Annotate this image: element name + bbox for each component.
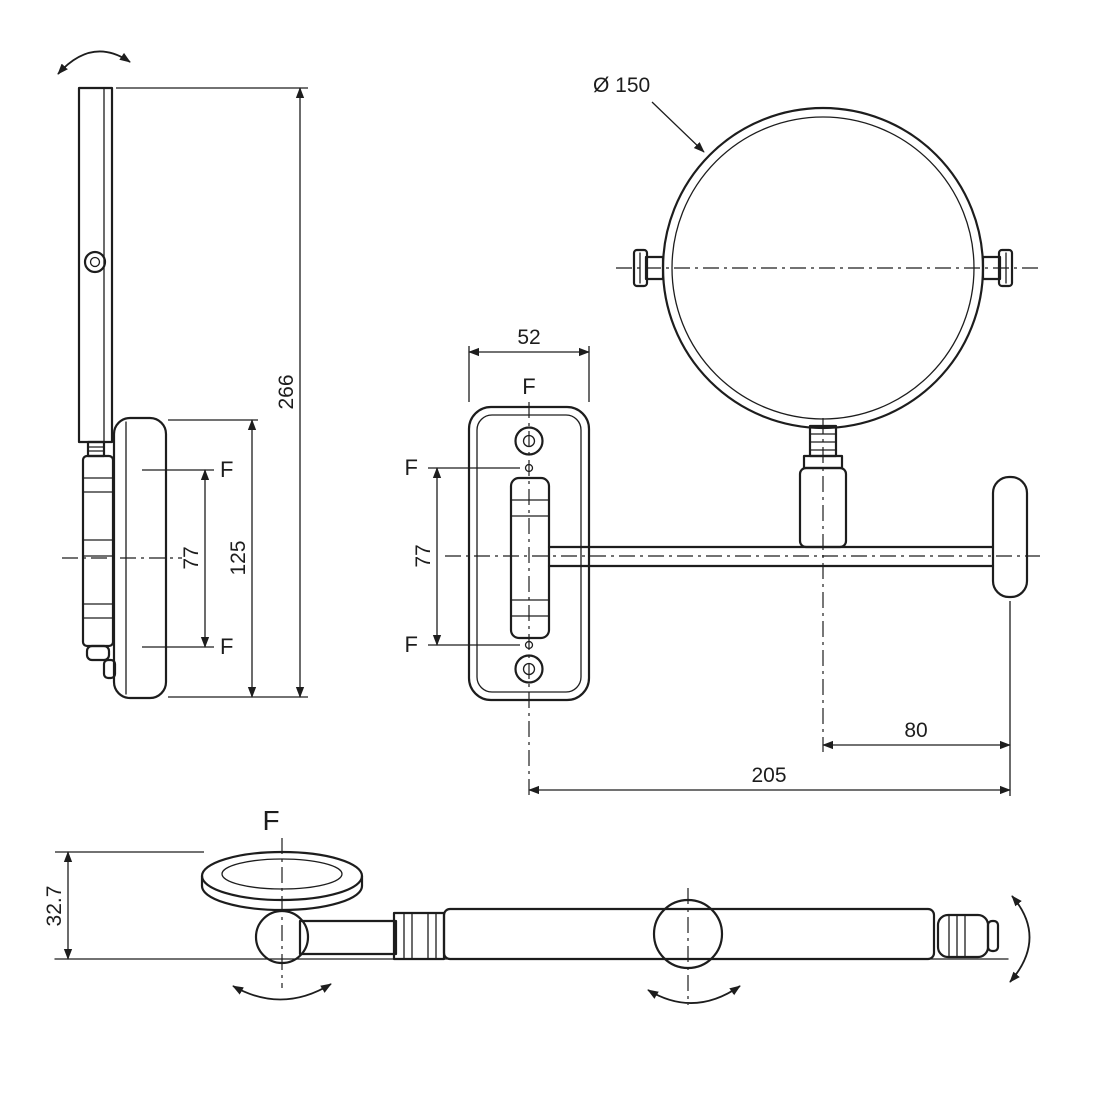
pivot-knob-outer xyxy=(83,250,107,274)
hinge-bottom-cap xyxy=(85,644,111,662)
swivel-arrow-socket-icon xyxy=(647,985,741,1004)
dim-125-label: 125 xyxy=(227,540,250,575)
swivel-arrow-ball-icon xyxy=(232,983,332,1001)
tilt-arrow-icon xyxy=(57,50,131,75)
stem-neck-side xyxy=(86,440,106,458)
mirror-panel-side xyxy=(77,86,114,444)
dim-77-front-label: 77 xyxy=(412,544,435,567)
dim-266-label: 266 xyxy=(275,374,298,409)
fixing-label-plate-top: F xyxy=(522,374,535,399)
pivot-right-knob xyxy=(997,248,1014,288)
swivel-arrow-end-icon xyxy=(1009,895,1031,983)
arm-segment-outer xyxy=(442,907,936,961)
dim-77-side-label: 77 xyxy=(180,546,203,569)
arm-segment-inner xyxy=(298,919,398,956)
diameter-label: Ø 150 xyxy=(593,74,650,97)
end-cap xyxy=(986,919,1000,953)
adjuster-bump xyxy=(102,658,117,680)
dim-52-label: 52 xyxy=(517,326,540,349)
pivot-left-knob xyxy=(632,248,649,288)
fixing-label-top: F xyxy=(220,457,233,482)
fixing-label-front-top: F xyxy=(405,455,418,480)
hinge-barrel xyxy=(509,476,551,640)
top-view: F 32.7 xyxy=(43,805,1031,1005)
diameter-leader xyxy=(651,101,705,153)
arm-elbow-capsule xyxy=(991,475,1029,599)
fixing-label-bottom: F xyxy=(220,634,233,659)
end-knob xyxy=(936,913,990,959)
ball-joint xyxy=(254,909,310,965)
pivot-knob-inner xyxy=(89,256,101,268)
front-view: Ø 150 F 52 xyxy=(405,74,1042,796)
side-view: F F 77 125 266 xyxy=(57,50,308,700)
dim-80-label: 80 xyxy=(904,719,927,742)
fixing-label-front-bottom: F xyxy=(405,632,418,657)
fixing-label-topview: F xyxy=(262,805,279,836)
dim-32-7-label: 32.7 xyxy=(43,886,66,927)
plate-disc-inner xyxy=(221,858,343,890)
dim-205-label: 205 xyxy=(751,764,786,787)
